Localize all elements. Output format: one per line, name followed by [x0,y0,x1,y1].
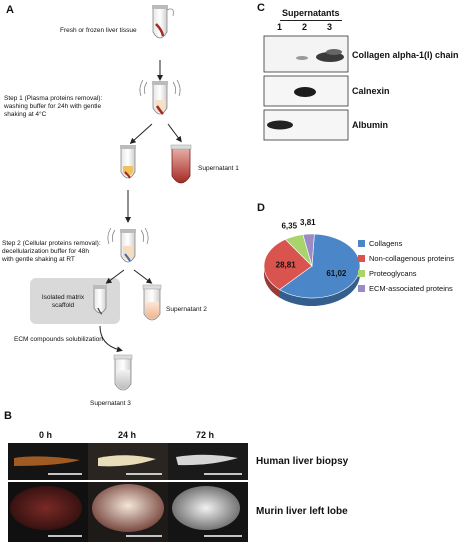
panel-letter-d: D [257,202,265,214]
label-step1: Step 1 (Plasma proteins removal):washing… [4,95,103,118]
pie-slice-non-collagenous-proteins [263,239,313,290]
time-label-72h: 72 h [196,430,215,440]
legend-item: Collagens [358,236,454,251]
tube-step1 [139,79,181,115]
blot-row-albumin: Albumin [352,120,388,130]
legend-item: Proteoglycans [358,266,454,281]
blot-row-collagen: Collagen alpha-1(I) chain [352,50,459,60]
label-solubilization: ECM compounds solubilization [14,336,103,343]
label-step2: Step 2 (Cellular proteins removal):decel… [2,240,101,263]
legend-item: Non-collagenous proteins [358,251,454,266]
row-label-murin-lobe: Murin liver left lobe [256,506,348,517]
pie-data-label: 6,35 [281,221,297,230]
blot-lane-3: 3 [327,22,333,32]
legend-label: ECM-associated proteins [369,284,453,293]
flow-arrows [99,60,182,353]
tube-supernatant-3 [113,354,133,391]
tube-start [152,5,174,39]
pie-slice-collagens [278,233,361,299]
legend-label: Collagens [369,239,403,248]
label-supernatant-3: Supernatant 3 [90,400,131,407]
panel-letter-a: A [6,4,14,16]
legend-label: Non-collagenous proteins [369,254,455,263]
panel-letter-c: C [257,2,265,14]
panel-letter-b: B [4,410,12,422]
tube-scaffold [93,285,107,315]
legend-swatch [358,255,365,262]
pie-slice-side [279,266,360,306]
label-supernatant-2: Supernatant 2 [166,306,207,313]
time-label-0h: 0 h [39,430,53,440]
pie-slice-side [264,266,280,298]
pie-slice-ecm-associated-proteins [302,233,315,267]
blot-header-line [280,20,342,21]
pie-data-label: 28,81 [276,261,297,270]
legend-item: ECM-associated proteins [358,281,454,296]
blot-lane-2: 2 [302,22,308,32]
label-start: Fresh or frozen liver tissue [60,27,137,34]
time-label-24h: 24 h [118,430,137,440]
tube-supernatant-1 [170,144,192,184]
legend-swatch [358,270,365,277]
blot-row-calnexin: Calnexin [352,86,390,96]
blot-header: Supernatants [282,8,340,18]
legend-swatch [358,285,365,292]
blot-lane-1: 1 [277,22,283,32]
row-label-human-biopsy: Human liver biopsy [256,456,349,467]
tube-supernatant-2 [142,284,162,321]
legend-swatch [358,240,365,247]
pie-data-label: 61,02 [326,269,347,278]
legend-label: Proteoglycans [369,269,417,278]
tube-step2 [107,227,149,263]
label-supernatant-1: Supernatant 1 [198,165,239,172]
pie-data-label: 3,81 [300,218,316,227]
tube-after-step1 [120,145,136,179]
